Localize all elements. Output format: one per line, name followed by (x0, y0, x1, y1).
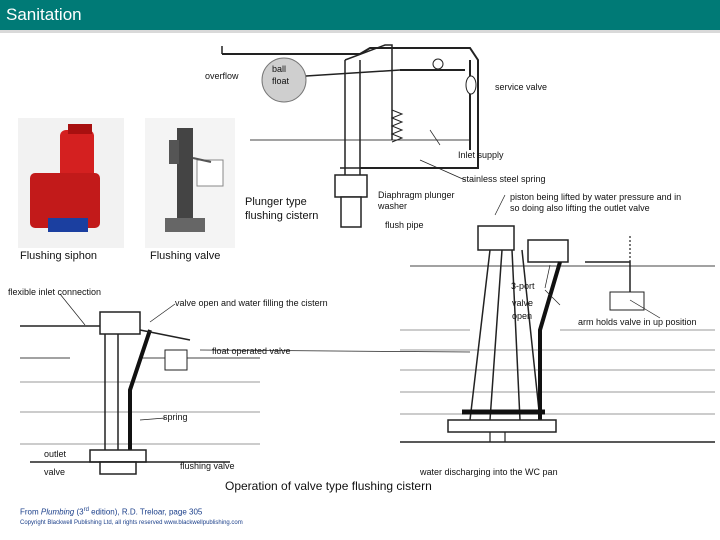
label-valve-open-line2: open (512, 311, 533, 321)
label-valve-open-filling: valve open and water filling the cistern (175, 298, 328, 308)
label-outlet: outlet (44, 449, 67, 459)
label-water-discharging: water discharging into the WC pan (420, 467, 558, 477)
label-valve-open-line1: valve (512, 298, 534, 308)
label-diaphragm-line1: Diaphragm plunger (378, 190, 455, 200)
copyright-notice: Copyright Blackwell Publishing Ltd, all … (20, 520, 243, 526)
label-flushing-siphon: Flushing siphon (20, 250, 98, 262)
label-ball-float-line2: float (272, 76, 290, 86)
label-service-valve: service valve (495, 82, 548, 92)
label-arm-holds: arm holds valve in up position (578, 317, 697, 327)
label-piston-line1: piston being lifted by water pressure an… (510, 192, 682, 202)
label-overflow: overflow (205, 71, 239, 81)
label-plunger-line2: flushing cistern (245, 210, 319, 222)
title-bar: Sanitation (0, 0, 720, 33)
label-flush-pipe: flush pipe (385, 220, 424, 230)
page-title: Sanitation (6, 5, 82, 24)
label-flexible-inlet: flexible inlet connection (8, 287, 102, 297)
label-flushing-valve-photo: Flushing valve (150, 250, 221, 262)
label-float-operated: float operated valve (212, 346, 291, 356)
label-diaphragm-line2: washer (378, 201, 408, 211)
label-plunger-line1: Plunger type (245, 196, 307, 208)
label-valve: valve (44, 467, 66, 477)
label-three-port: 3-port (511, 281, 535, 291)
source-credit: From Plumbing (3rd edition), R.D. Treloa… (20, 507, 203, 517)
label-spring: spring (163, 412, 188, 422)
label-piston-line2: so doing also lifting the outlet valve (510, 203, 650, 213)
label-inlet-supply: Inlet supply (458, 150, 504, 160)
label-stainless-spring: stainless steel spring (462, 174, 546, 184)
diagram-caption: Operation of valve type flushing cistern (225, 479, 432, 493)
flushing-siphon-photo (18, 118, 124, 248)
label-flushing-valve: flushing valve (180, 461, 235, 471)
flushing-valve-photo (145, 118, 235, 248)
label-ball-float-line1: ball (272, 64, 287, 74)
